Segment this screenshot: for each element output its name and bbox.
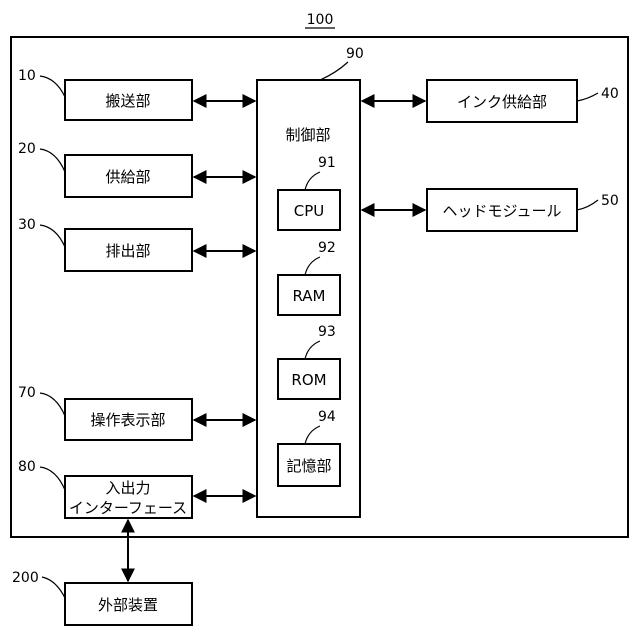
io-interface-label-line1: 入出力: [105, 479, 150, 497]
controller-ref: 90: [346, 46, 364, 62]
operation-display-label: 操作表示部: [90, 411, 165, 429]
io-interface-ref: 80: [18, 459, 36, 475]
head-module-ref: 50: [601, 193, 619, 209]
ram-label: RAM: [292, 287, 325, 305]
rom-label: ROM: [291, 371, 326, 389]
storage-label: 記憶部: [286, 457, 331, 475]
external-device-leader: [42, 577, 65, 598]
io-interface-label-line2: インターフェース: [69, 499, 187, 517]
cpu-label: CPU: [294, 202, 325, 220]
system-ref: 100: [307, 12, 334, 28]
external-device-ref: 200: [12, 570, 39, 586]
supply-leader: [40, 149, 65, 172]
discharge-leader: [40, 225, 65, 247]
ink-supply-leader: [577, 93, 598, 101]
ink-supply-ref: 40: [601, 86, 619, 102]
operation-display-leader: [40, 393, 65, 416]
supply-label: 供給部: [105, 168, 150, 186]
storage-ref: 94: [318, 409, 336, 425]
external-device-label: 外部装置: [98, 596, 158, 614]
supply-ref: 20: [18, 141, 36, 157]
discharge-ref: 30: [18, 217, 36, 233]
transport-ref: 10: [18, 68, 36, 84]
controller-label: 制御部: [285, 126, 330, 144]
io-interface-leader: [40, 467, 65, 490]
transport-label: 搬送部: [105, 92, 150, 110]
transport-leader: [40, 76, 65, 97]
head-module-label: ヘッドモジュール: [443, 202, 562, 220]
ram-ref: 92: [318, 240, 336, 256]
operation-display-ref: 70: [18, 385, 36, 401]
cpu-ref: 91: [318, 155, 336, 171]
rom-ref: 93: [318, 324, 336, 340]
ink-supply-label: インク供給部: [457, 93, 547, 111]
discharge-label: 排出部: [105, 242, 150, 260]
head-module-leader: [577, 200, 598, 210]
controller-leader: [320, 62, 348, 80]
